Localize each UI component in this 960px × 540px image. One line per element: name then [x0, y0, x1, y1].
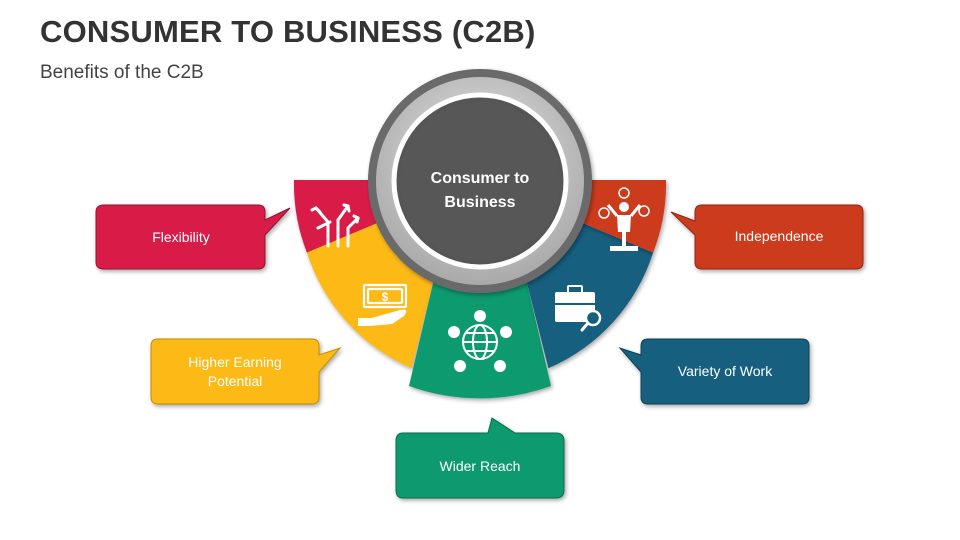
- svg-text:$: $: [382, 290, 389, 304]
- person-winner-icon: [598, 187, 650, 251]
- callout-label-wider-reach: Wider Reach: [440, 458, 521, 474]
- callout-label-higher-earning-2: Potential: [208, 373, 262, 389]
- arrows-direction-icon: [310, 203, 360, 248]
- callout-wider-reach: Wider Reach: [395, 417, 565, 499]
- callout-higher-earning-potential: Higher Earning Potential: [150, 338, 342, 405]
- hub-line-2: Business: [444, 194, 515, 211]
- page-title: CONSUMER TO BUSINESS (C2B): [40, 14, 536, 49]
- callout-label-independence: Independence: [735, 228, 824, 244]
- hub-line-1: Consumer to: [431, 170, 530, 187]
- callout-label-variety-of-work: Variety of Work: [678, 363, 773, 379]
- callout-independence: Independence: [670, 204, 864, 270]
- global-network-icon: [448, 310, 512, 372]
- sector-wider-reach: [409, 262, 551, 399]
- money-hand-icon: $: [358, 283, 408, 326]
- page-subtitle: Benefits of the C2B: [40, 62, 204, 83]
- callout-variety-of-work: Variety of Work: [618, 338, 810, 405]
- callout-flexibility: Flexibility: [95, 204, 291, 270]
- callout-label-flexibility: Flexibility: [152, 229, 210, 245]
- hub: Consumer to Business: [368, 69, 592, 293]
- briefcase-search-icon: [555, 285, 602, 332]
- callout-label-higher-earning-1: Higher Earning: [188, 354, 281, 370]
